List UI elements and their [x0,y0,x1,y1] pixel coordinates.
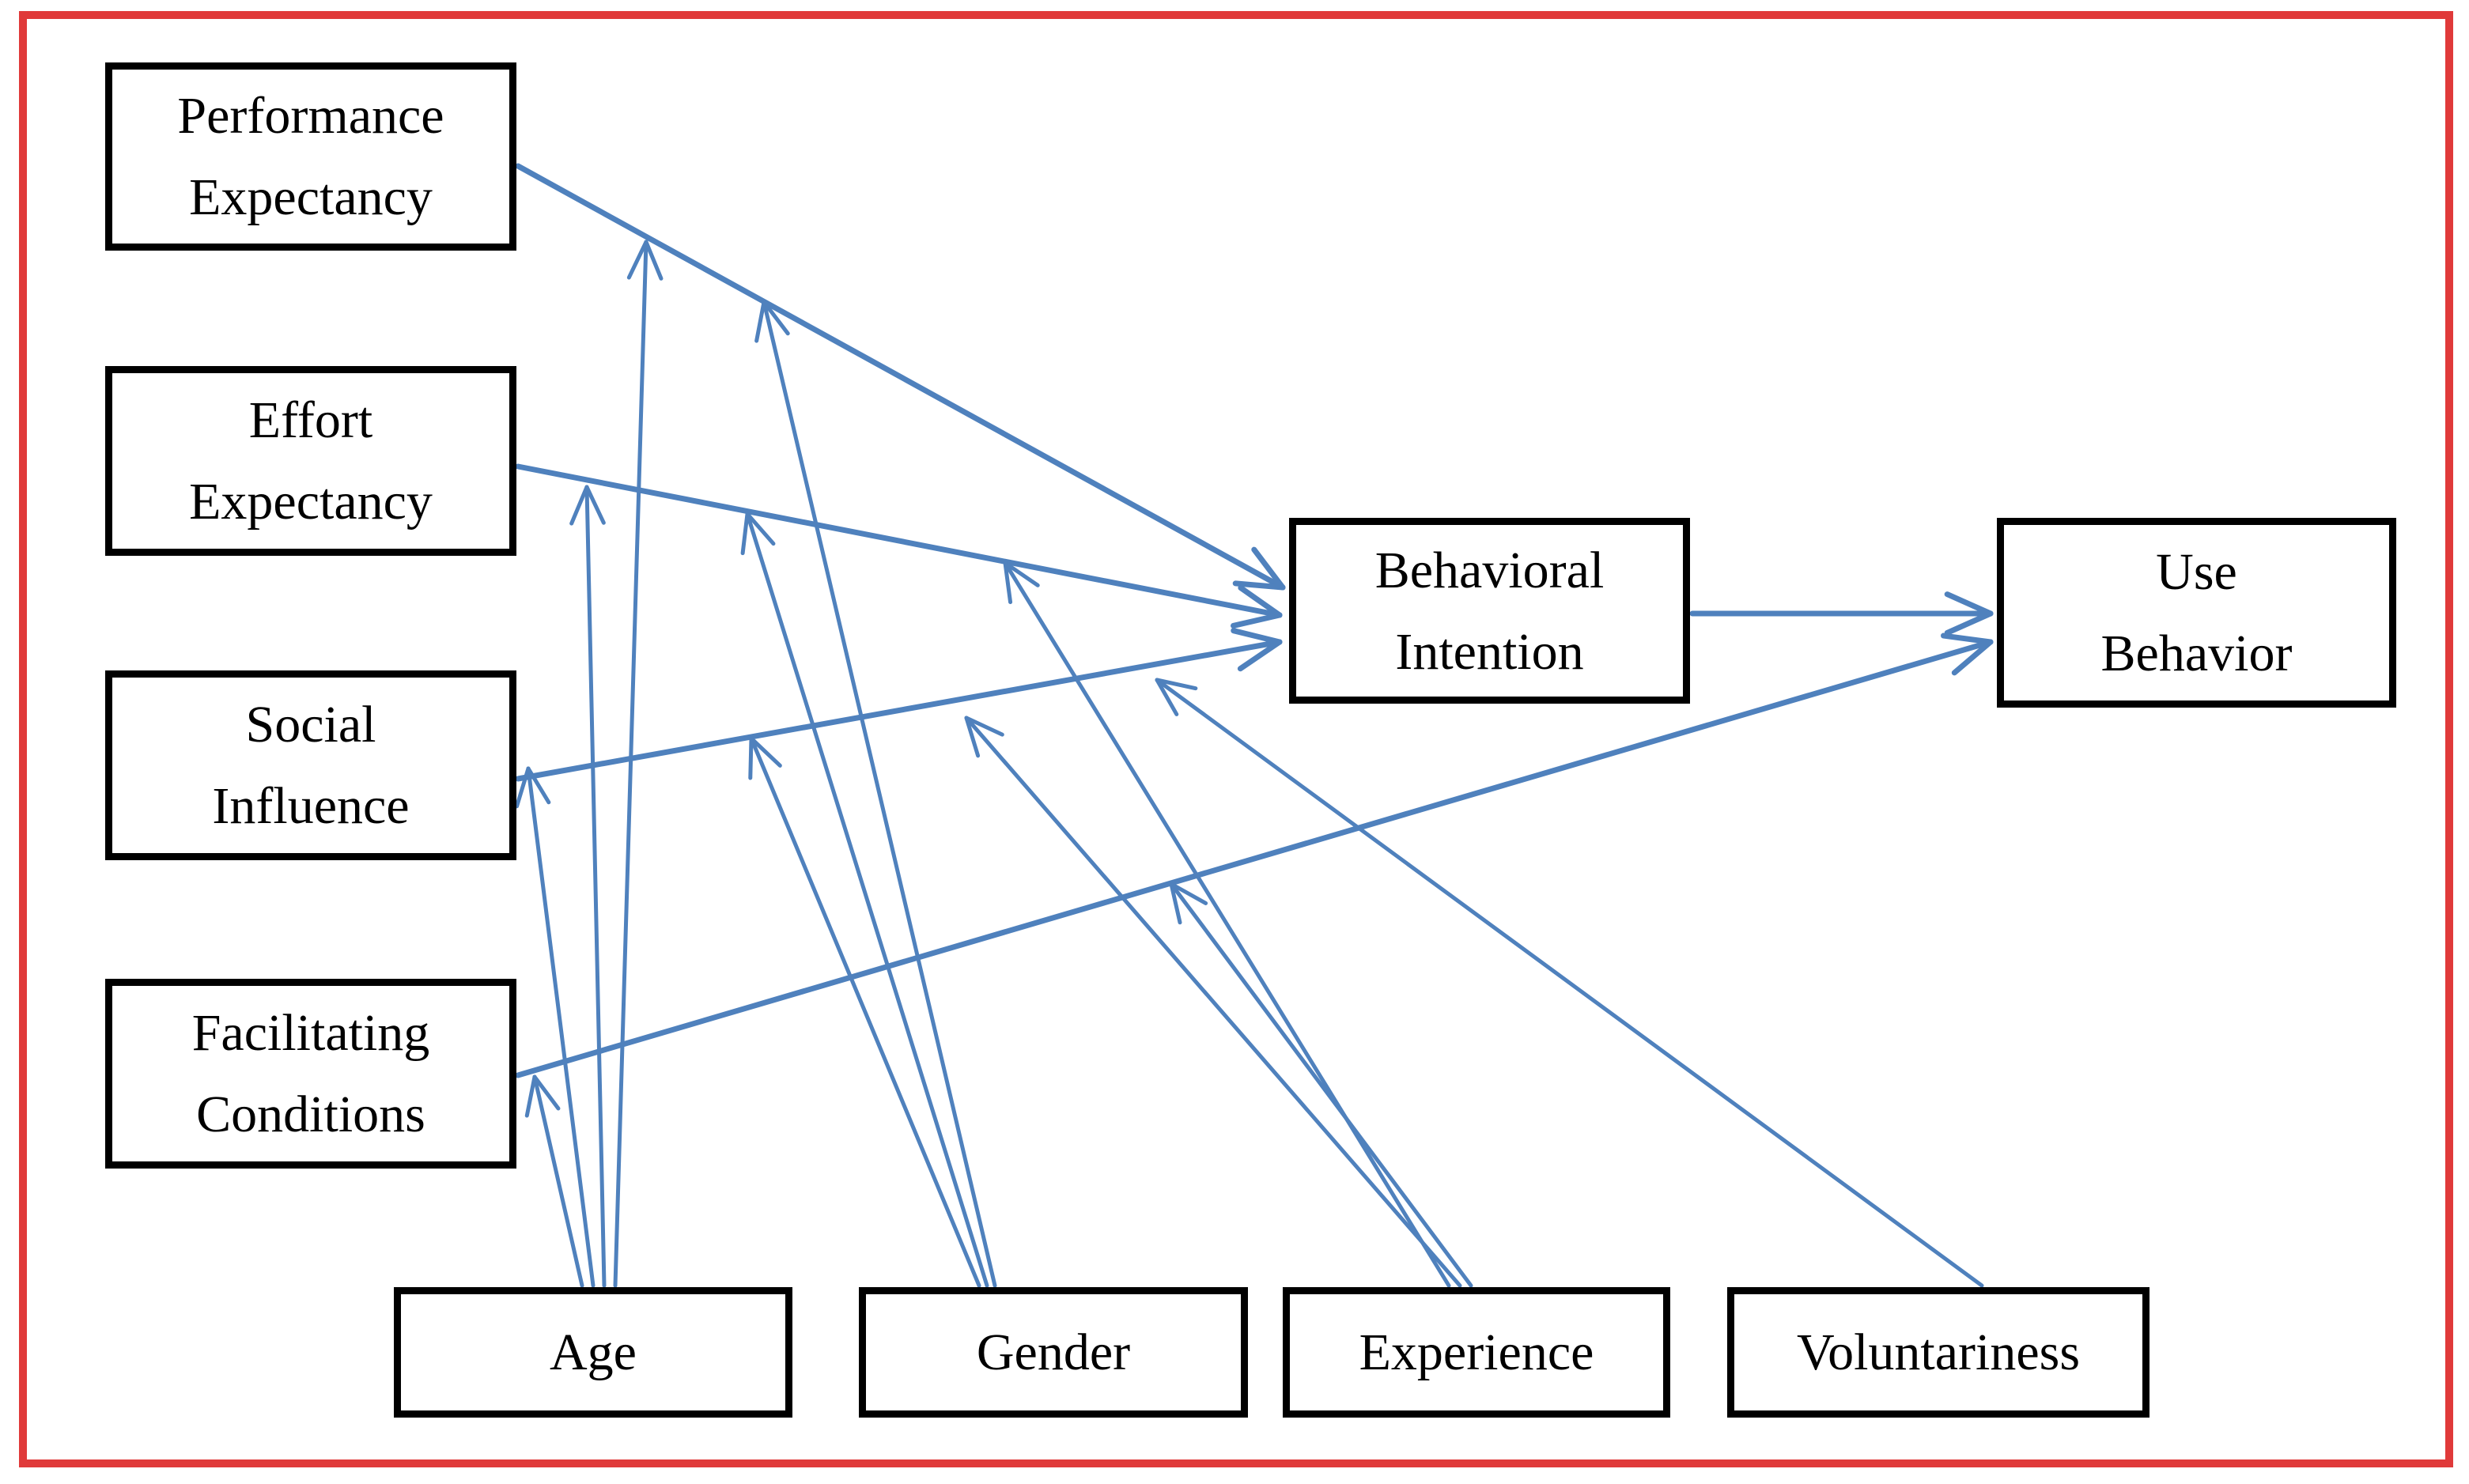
node-performance-expectancy: Performance Expectancy [105,62,516,251]
node-label-line: Age [550,1324,637,1381]
node-label-line: Expectancy [189,168,433,226]
node-voluntariness: Voluntariness [1727,1287,2150,1418]
node-facilitating-conditions: Facilitating Conditions [105,979,516,1169]
edge-age-to-facilitating-path [524,1074,584,1288]
node-use-behavior: Use Behavior [1997,518,2396,708]
node-label-line: Use [2156,543,2237,601]
node-label-line: Behavioral [1374,541,1605,599]
node-label-line: Facilitating [191,1004,430,1062]
edge-gender-to-performance-path [754,300,997,1288]
node-label-line: Effort [248,391,373,449]
edge-age-to-effort-path [569,485,607,1288]
node-gender: Gender [859,1287,1248,1418]
edge-gender-to-effort-path [740,512,989,1288]
edge-social-influence-to-behavioral-intention [515,628,1283,782]
node-label-line: Expectancy [189,473,433,531]
outer-border [19,11,2453,1467]
node-label-line: Voluntariness [1796,1324,2081,1381]
edge-experience-to-effort-path [1003,561,1451,1288]
edge-behavioral-intention-to-use-behavior [1689,591,1994,636]
node-label-line: Experience [1359,1324,1594,1381]
edge-performance-expectancy-to-behavioral-intention [515,163,1286,591]
edge-gender-to-social-path [748,736,981,1288]
node-label-line: Intention [1395,622,1584,681]
edge-age-to-performance-path [613,240,664,1288]
node-label-line: Behavior [2100,625,2293,682]
edge-voluntariness-to-social-path [1155,678,1984,1288]
edge-age-to-social-path [515,766,596,1288]
node-age: Age [394,1287,792,1418]
node-effort-expectancy: Effort Expectancy [105,366,516,556]
node-behavioral-intention: Behavioral Intention [1289,518,1690,704]
edge-facilitating-conditions-to-use-behavior [515,632,1994,1078]
node-experience: Experience [1283,1287,1670,1418]
edge-effort-expectancy-to-behavioral-intention [515,463,1283,629]
node-label-line: Conditions [196,1086,425,1143]
node-label-line: Influence [212,777,410,835]
node-label-line: Performance [177,87,444,145]
node-label-line: Social [245,696,376,753]
edge-experience-to-social-path [964,716,1462,1288]
edge-experience-to-facilitating-path [1169,882,1473,1288]
node-social-influence: Social Influence [105,670,516,860]
node-label-line: Gender [976,1324,1131,1381]
